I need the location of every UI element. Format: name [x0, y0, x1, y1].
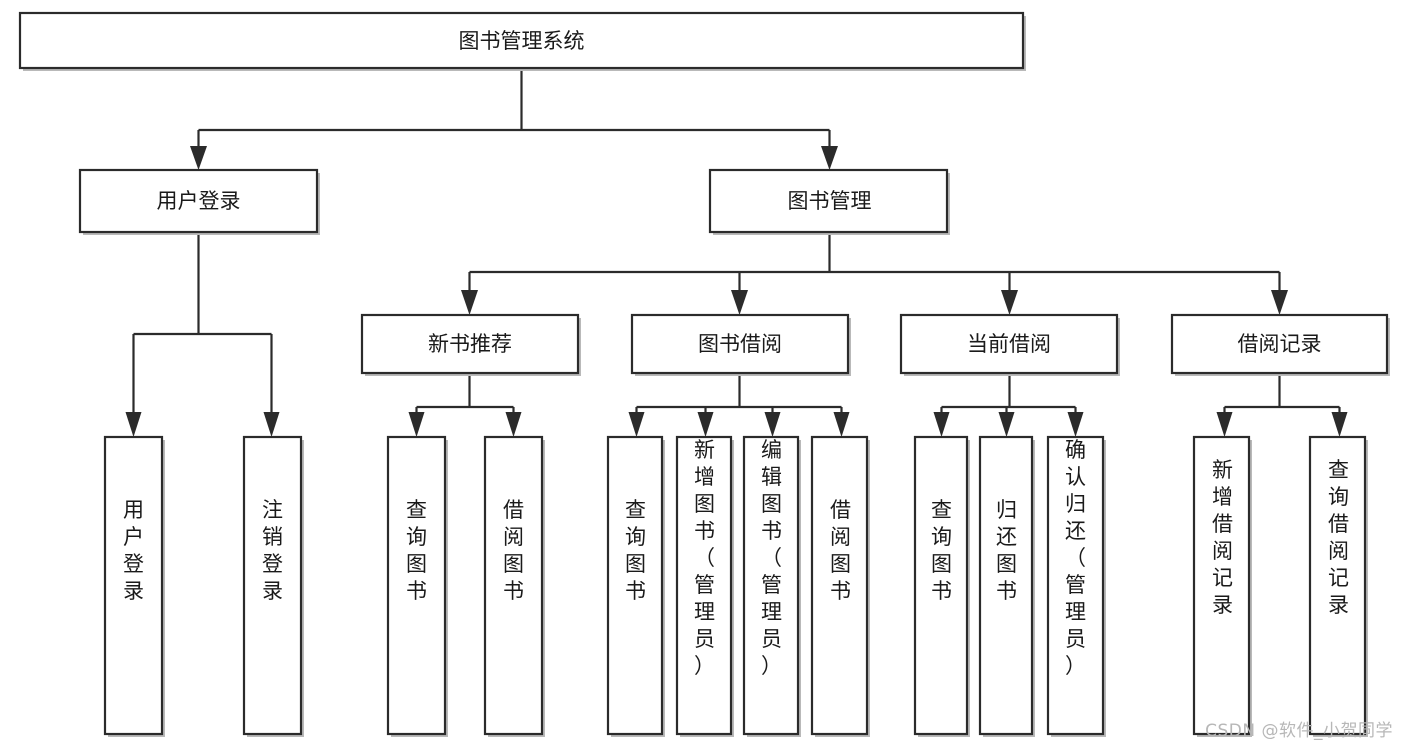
arrow-to-current-borrow	[1001, 290, 1018, 315]
node-rect	[386, 435, 447, 736]
arrow-to-leaf-borrow-edit	[764, 412, 781, 437]
node-label: 查询借阅记录	[1328, 458, 1349, 617]
node-rect	[810, 435, 869, 736]
node-label: 图书管理系统	[459, 29, 585, 53]
node-rect	[913, 435, 969, 736]
leaf-borrow-edit-book[interactable]: 编辑图书（管理员）	[742, 435, 801, 737]
node-rect	[1308, 435, 1367, 736]
node-label: 查询图书	[931, 498, 952, 603]
node-rect	[978, 435, 1034, 736]
node-book-manage[interactable]: 图书管理	[708, 168, 950, 235]
leaf-recommend-borrow-book[interactable]: 借阅图书	[483, 435, 545, 737]
node-rect	[899, 313, 1119, 375]
arrow-to-leaf-borrow-add	[697, 412, 714, 437]
node-label: 借阅图书	[503, 498, 524, 603]
leaf-current-query-book[interactable]: 查询图书	[913, 435, 970, 737]
node-rect	[242, 435, 303, 736]
node-rect	[483, 435, 544, 736]
node-rect	[78, 168, 319, 234]
node-rect	[18, 11, 1025, 70]
csdn-watermark: CSDN @软件_小贺同学	[1205, 721, 1393, 741]
node-new-book-recommend[interactable]: 新书推荐	[360, 313, 581, 376]
arrow-to-leaf-borrow-lend	[833, 412, 850, 437]
arrow-to-leaf-current-confirm	[1067, 412, 1084, 437]
arrow-to-borrow-record	[1271, 290, 1288, 315]
arrow-to-leaf-record-query	[1331, 412, 1348, 437]
arrow-to-leaf-recommend-query	[408, 412, 425, 437]
node-label: 注销登录	[262, 498, 283, 603]
node-rect	[675, 435, 733, 736]
node-rect	[708, 168, 949, 234]
connector-layer	[125, 68, 1348, 437]
arrow-to-book-borrow	[731, 290, 748, 315]
leaf-record-add[interactable]: 新增借阅记录	[1192, 435, 1252, 737]
node-book-borrow[interactable]: 图书借阅	[630, 313, 851, 376]
node-system-root[interactable]: 图书管理系统	[18, 11, 1026, 71]
arrow-to-leaf-logout	[263, 412, 280, 437]
node-label: 查询图书	[625, 498, 646, 603]
arrow-to-leaf-borrow-query	[628, 412, 645, 437]
arrow-to-leaf-record-add	[1216, 412, 1233, 437]
node-rect	[360, 313, 580, 375]
node-label: 图书借阅	[698, 332, 782, 356]
arrow-to-new-book-recommend	[461, 290, 478, 315]
leaf-borrow-lend-book[interactable]: 借阅图书	[810, 435, 870, 737]
node-label: 新增借阅记录	[1212, 458, 1233, 617]
arrow-to-user-login	[190, 146, 207, 170]
leaf-current-confirm-return[interactable]: 确认归还（管理员）	[1046, 435, 1106, 737]
node-label: 查询图书	[406, 498, 427, 603]
node-rect	[1046, 435, 1105, 736]
node-rect	[606, 435, 664, 736]
node-rect	[1170, 313, 1389, 375]
leaf-record-query[interactable]: 查询借阅记录	[1308, 435, 1368, 737]
node-label: 借阅图书	[830, 498, 851, 603]
node-label: 编辑图书（管理员）	[761, 438, 782, 678]
leaf-logout[interactable]: 注销登录	[242, 435, 304, 737]
arrow-to-leaf-current-query	[933, 412, 950, 437]
node-label: 借阅记录	[1238, 332, 1322, 356]
leaf-recommend-query-book[interactable]: 查询图书	[386, 435, 448, 737]
node-label: 图书管理	[788, 189, 872, 213]
node-rect	[103, 435, 164, 736]
node-rect	[630, 313, 850, 375]
leaf-current-return-book[interactable]: 归还图书	[978, 435, 1035, 737]
node-label: 用户登录	[123, 498, 144, 603]
node-label: 新增图书（管理员）	[694, 438, 715, 678]
arrow-to-leaf-current-return	[998, 412, 1015, 437]
leaf-borrow-add-book[interactable]: 新增图书（管理员）	[675, 435, 734, 737]
node-current-borrow[interactable]: 当前借阅	[899, 313, 1120, 376]
node-label: 归还图书	[996, 498, 1017, 603]
node-rect	[1192, 435, 1251, 736]
node-borrow-record[interactable]: 借阅记录	[1170, 313, 1390, 376]
node-rect	[742, 435, 800, 736]
leaf-user-login[interactable]: 用户登录	[103, 435, 165, 737]
leaf-borrow-query-book[interactable]: 查询图书	[606, 435, 665, 737]
node-label: 确认归还（管理员）	[1065, 438, 1086, 678]
arrow-to-leaf-user-login	[125, 412, 142, 437]
node-label: 新书推荐	[428, 332, 512, 356]
node-user-login[interactable]: 用户登录	[78, 168, 320, 235]
arrow-to-leaf-recommend-borrow	[505, 412, 522, 437]
arrow-to-book-manage	[821, 146, 838, 170]
node-label: 当前借阅	[967, 332, 1051, 356]
node-label: 用户登录	[157, 189, 241, 213]
